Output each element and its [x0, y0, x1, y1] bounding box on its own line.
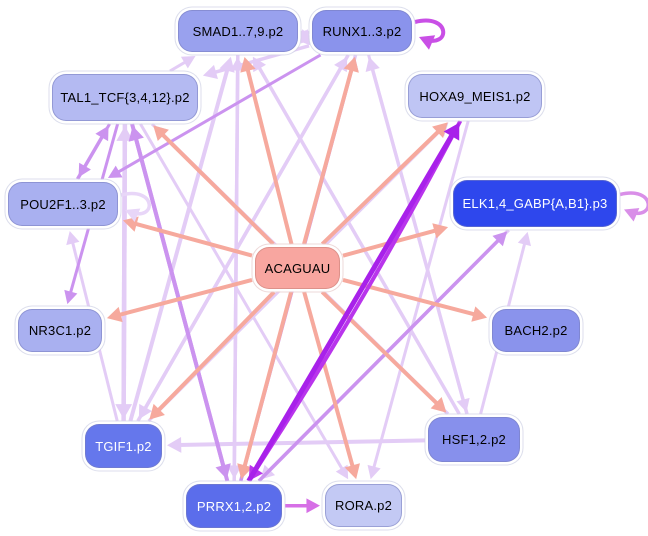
node-tal1[interactable]: TAL1_TCF{3,4,12}.p2 — [52, 74, 198, 121]
edge-prrx-hoxa9 — [246, 132, 456, 483]
edge-runx-tal1-arrowhead — [202, 64, 218, 80]
edge-acaguau-pou2f1 — [133, 221, 253, 258]
edge-acaguau-tgif1-arrowhead — [149, 403, 165, 420]
edge-acaguau-runx — [302, 67, 354, 245]
self-loop-pou2f1-arrowhead — [125, 208, 141, 223]
self-loop-elk-arrowhead — [624, 208, 640, 222]
edge-acaguau-nr3c1 — [117, 278, 253, 318]
node-nr3c1[interactable]: NR3C1.p2 — [18, 309, 102, 352]
node-smad-label: SMAD1..7,9.p2 — [192, 23, 284, 39]
edge-tal1-smad-arrowhead — [180, 56, 196, 69]
self-loop-runx-arrowhead — [419, 35, 436, 50]
node-nr3c1-label: NR3C1.p2 — [28, 323, 92, 338]
edge-prrx-hoxa9-arrowhead — [443, 122, 460, 141]
edge-prrx-elk — [257, 237, 502, 483]
edge-smad-prrx-arrowhead — [226, 465, 242, 480]
edge-prrx-tal1-arrowhead — [128, 125, 144, 142]
node-hsf1-label: HSF1,2.p2 — [442, 432, 506, 447]
node-pou2f1[interactable]: POU2F1..3.p2 — [8, 182, 118, 226]
edge-hsf1-smad-arrowhead — [252, 56, 267, 73]
edge-acaguau-tal1 — [159, 131, 275, 246]
edge-tal1-smad — [169, 59, 188, 73]
edge-tal1-rora-arrowhead — [335, 464, 349, 480]
node-rora[interactable]: RORA.p2 — [325, 484, 402, 527]
edge-tal1-nr3c1-arrowhead — [64, 289, 78, 305]
node-hoxa9[interactable]: HOXA9_MEIS1.p2 — [408, 74, 542, 118]
edge-acaguau-smad — [245, 67, 294, 245]
node-tgif1-label: TGIF1.p2 — [95, 438, 152, 454]
edge-prrx-rora-arrowhead — [306, 498, 320, 514]
edge-runx-tgif1 — [142, 54, 350, 411]
edge-runx-hsf1 — [367, 54, 466, 403]
node-prrx[interactable]: PRRX1,2.p2 — [186, 484, 282, 528]
edge-acaguau-tal1-arrowhead — [153, 125, 169, 142]
edge-acaguau-rora — [302, 291, 356, 469]
node-pou2f1-label: POU2F1..3.p2 — [20, 196, 106, 212]
edge-acaguau-tgif1 — [155, 290, 276, 413]
edge-acaguau-hoxa9-arrowhead — [432, 122, 448, 138]
edge-acaguau-runx-arrowhead — [343, 56, 359, 73]
edge-prrx-elk-arrowhead — [492, 231, 508, 247]
edge-tgif1-pou2f1-arrowhead — [66, 230, 80, 246]
node-runx-label: RUNX1..3.p2 — [322, 23, 402, 39]
edge-runx-pou2f1-arrowhead — [107, 165, 123, 178]
node-acaguau-label: ACAGUAU — [264, 260, 331, 276]
edge-acaguau-bach2-arrowhead — [471, 306, 488, 322]
edge-hsf1-smad — [256, 64, 461, 415]
edge-pou2f1-tal1 — [76, 133, 105, 180]
edge-hoxa9-rora-arrowhead — [367, 464, 381, 480]
edge-acaguau-nr3c1-arrowhead — [106, 306, 123, 323]
edge-hsf1-elk-arrowhead — [517, 231, 532, 247]
edge-runx-hsf1-arrowhead — [456, 397, 470, 413]
node-smad[interactable]: SMAD1..7,9.p2 — [178, 10, 298, 52]
edge-acaguau-rora-arrowhead — [344, 463, 360, 480]
edge-acaguau-prrx — [242, 291, 294, 469]
edge-runx-tgif1-arrowhead — [138, 403, 152, 420]
edge-acaguau-elk-arrowhead — [432, 223, 449, 239]
edge-tgif1-smad-arrowhead — [219, 56, 235, 73]
edge-acaguau-hoxa9 — [320, 128, 442, 246]
edge-acaguau-hsf1-arrowhead — [430, 397, 447, 413]
edge-pou2f1-tal1-arrowhead — [95, 125, 109, 142]
edge-tal1-tgif1 — [121, 123, 128, 408]
node-prrx-label: PRRX1,2.p2 — [196, 498, 272, 514]
edge-prrx-tal1 — [133, 136, 230, 482]
edge-smad-runx-arrowhead — [295, 29, 311, 46]
node-hsf1[interactable]: HSF1,2.p2 — [428, 417, 520, 462]
node-tgif1[interactable]: TGIF1.p2 — [85, 424, 162, 468]
node-runx[interactable]: RUNX1..3.p2 — [312, 10, 412, 52]
node-bach2[interactable]: BACH2.p2 — [492, 309, 580, 352]
edge-acaguau-smad-arrowhead — [240, 56, 256, 73]
node-elk[interactable]: ELK1,4_GABP{A,B1}.p3 — [453, 180, 617, 227]
edge-runx-pou2f1 — [115, 53, 322, 175]
node-tal1-label: TAL1_TCF{3,4,12}.p2 — [60, 90, 190, 105]
node-acaguau[interactable]: ACAGUAU — [255, 247, 340, 289]
edge-tal1-tgif1-arrowhead — [115, 404, 133, 420]
node-bach2-label: BACH2.p2 — [504, 323, 568, 338]
node-elk-label: ELK1,4_GABP{A,B1}.p3 — [462, 196, 608, 211]
node-rora-label: RORA.p2 — [334, 498, 393, 513]
edge-tgif1-smad — [128, 67, 230, 422]
edge-hoxa9-rora — [371, 120, 470, 470]
edge-smad-prrx — [232, 54, 240, 469]
node-hoxa9-label: HOXA9_MEIS1.p2 — [419, 88, 531, 104]
edge-acaguau-hsf1 — [320, 290, 440, 407]
edge-hsf1-tgif1-arrowhead — [166, 437, 182, 453]
edge-acaguau-prrx-arrowhead — [237, 463, 253, 480]
edge-tal1-rora — [139, 123, 345, 472]
